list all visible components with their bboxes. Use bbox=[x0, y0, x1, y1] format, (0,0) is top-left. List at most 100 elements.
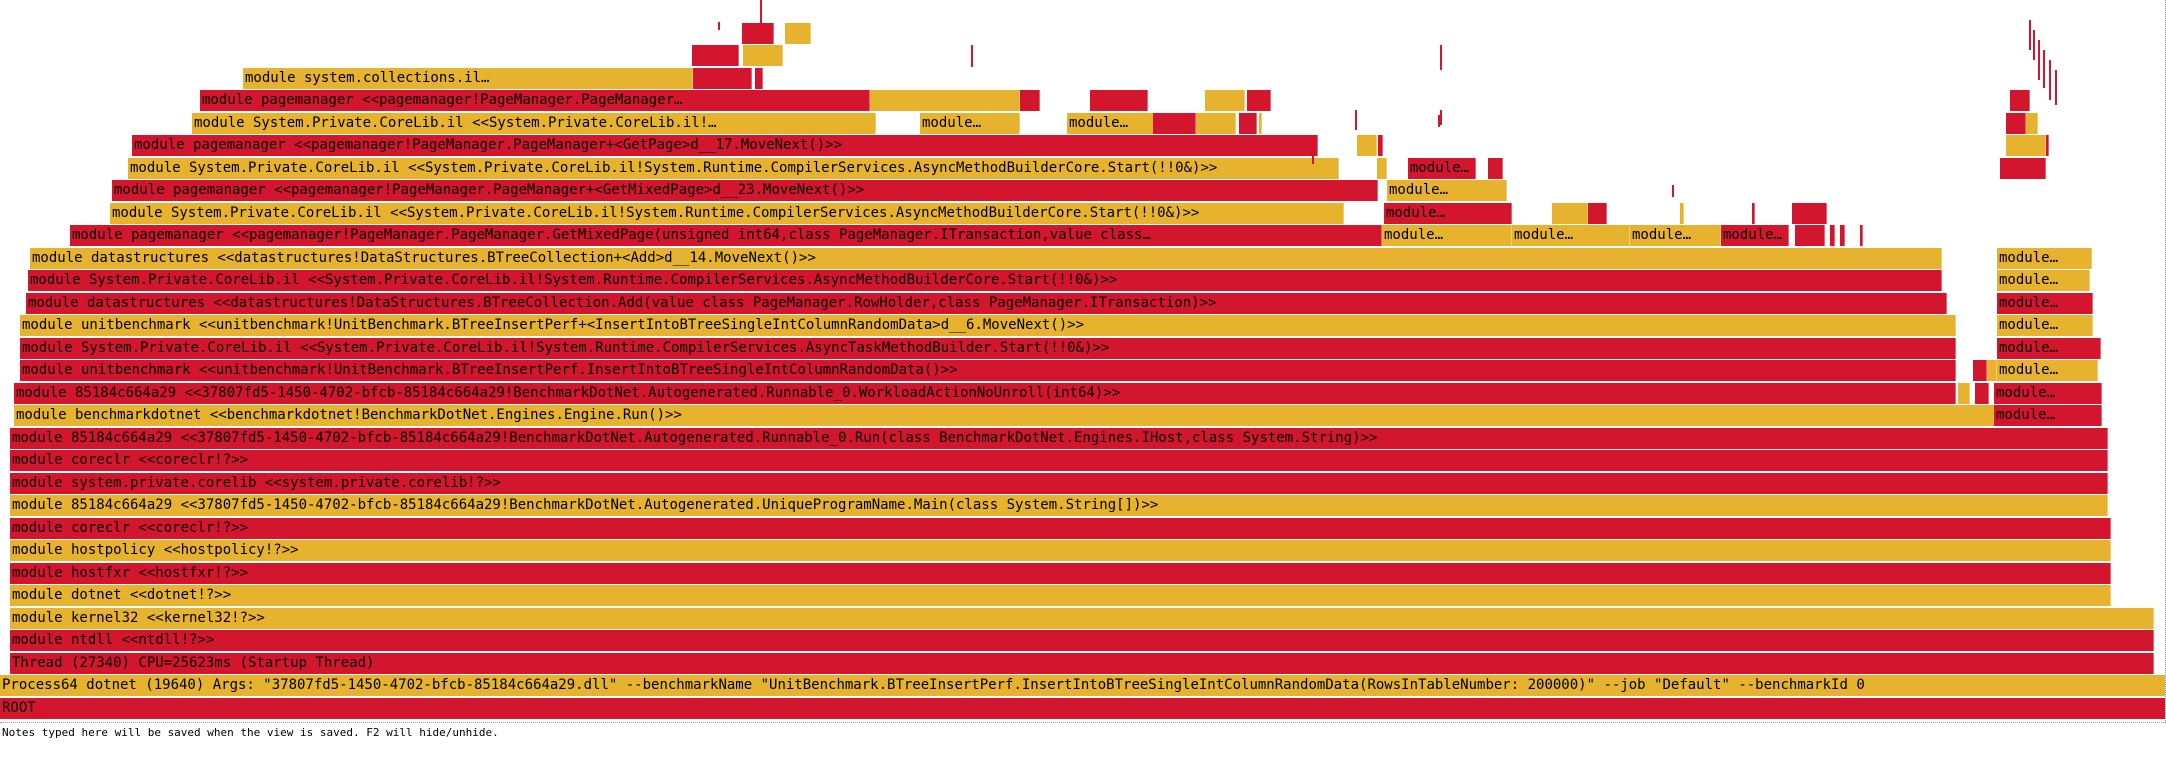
stack-frame[interactable]: module… bbox=[1997, 247, 2092, 269]
stack-frame[interactable]: Thread (27340) CPU=25623ms (Startup Thre… bbox=[10, 652, 2154, 674]
stack-frame[interactable] bbox=[692, 45, 739, 66]
stack-frame[interactable] bbox=[1975, 382, 1989, 404]
stack-frame[interactable]: module… bbox=[1067, 112, 1154, 134]
stack-frame[interactable]: module… bbox=[1997, 292, 2093, 314]
stack-frame[interactable]: module 85184c664a29 <<37807fd5-1450-4702… bbox=[14, 382, 1956, 404]
stack-frame[interactable] bbox=[1259, 112, 1262, 134]
stack-frame[interactable]: Process64 dotnet (19640) Args: "37807fd5… bbox=[0, 675, 2165, 696]
stack-frame[interactable]: module hostpolicy <<hostpolicy!?>> bbox=[10, 540, 2111, 561]
stack-frame[interactable]: module… bbox=[1512, 225, 1630, 246]
stack-frame[interactable]: module datastructures <<datastructures!D… bbox=[26, 292, 1947, 314]
stack-frame[interactable]: module unitbenchmark <<unitbenchmark!Uni… bbox=[20, 360, 1956, 381]
stack-spike bbox=[2029, 20, 2031, 50]
stack-frame[interactable] bbox=[1090, 90, 1148, 111]
stack-frame[interactable]: module dotnet <<dotnet!?>> bbox=[10, 585, 2111, 606]
stack-spike bbox=[2033, 30, 2035, 60]
stack-spike bbox=[1312, 150, 1314, 164]
stack-frame[interactable] bbox=[1205, 90, 1245, 111]
stack-frame[interactable] bbox=[1830, 225, 1835, 246]
stack-frame[interactable] bbox=[2006, 135, 2046, 156]
stack-spike bbox=[1672, 185, 1674, 197]
stack-frame[interactable]: module datastructures <<datastructures!D… bbox=[30, 247, 1942, 269]
stack-frame[interactable]: module pagemanager <<pagemanager!PageMan… bbox=[132, 135, 1318, 156]
stack-frame[interactable] bbox=[1987, 360, 1997, 381]
stack-spike bbox=[718, 22, 720, 30]
stack-frame[interactable]: module benchmarkdotnet <<benchmarkdotnet… bbox=[14, 405, 2096, 426]
stack-frame[interactable] bbox=[2026, 112, 2038, 134]
stack-frame[interactable] bbox=[1958, 382, 1970, 404]
stack-frame[interactable]: module… bbox=[1997, 315, 2093, 336]
stack-frame[interactable] bbox=[1680, 202, 1684, 224]
stack-frame[interactable]: module ntdll <<ntdll!?>> bbox=[10, 630, 2154, 651]
stack-frame[interactable]: module… bbox=[1408, 157, 1476, 179]
stack-spike bbox=[1440, 45, 1442, 70]
notes-pane[interactable]: Notes typed here will be saved when the … bbox=[0, 724, 2166, 784]
stack-frame[interactable]: module system.collections.il… bbox=[243, 67, 693, 89]
stack-spike bbox=[2049, 60, 2051, 100]
stack-frame[interactable]: module… bbox=[1630, 225, 1721, 246]
stack-frame[interactable] bbox=[1247, 90, 1271, 111]
stack-frame[interactable] bbox=[1196, 112, 1236, 134]
stack-frame[interactable] bbox=[1153, 112, 1196, 134]
stack-spike bbox=[971, 45, 973, 67]
stack-frame[interactable]: module coreclr <<coreclr!?>> bbox=[10, 450, 2108, 471]
stack-frame[interactable] bbox=[1840, 225, 1845, 246]
stack-frame[interactable]: module… bbox=[1384, 202, 1512, 224]
stack-frame[interactable] bbox=[2010, 90, 2030, 111]
stack-frame[interactable]: module 85184c664a29 <<37807fd5-1450-4702… bbox=[10, 427, 2108, 449]
stack-spike bbox=[1438, 115, 1440, 127]
stack-frame[interactable] bbox=[1377, 157, 1387, 179]
stack-frame[interactable]: module 85184c664a29 <<37807fd5-1450-4702… bbox=[10, 495, 2108, 516]
stack-frame[interactable]: module… bbox=[1382, 225, 1512, 246]
stack-frame[interactable]: module System.Private.CoreLib.il <<Syste… bbox=[110, 202, 1344, 224]
stack-frame[interactable]: module kernel32 <<kernel32!?>> bbox=[10, 607, 2154, 629]
stack-frame[interactable] bbox=[2046, 135, 2049, 156]
stack-frame[interactable] bbox=[870, 90, 1020, 111]
stack-frame[interactable] bbox=[755, 67, 763, 89]
stack-frame[interactable]: module… bbox=[920, 112, 1020, 134]
stack-frame[interactable]: ROOT bbox=[0, 697, 2165, 719]
stack-frame[interactable] bbox=[1488, 157, 1503, 179]
stack-frame[interactable] bbox=[2000, 157, 2046, 179]
stack-frame[interactable]: module… bbox=[1721, 225, 1789, 246]
stack-frame[interactable]: module… bbox=[1994, 405, 2102, 426]
stack-frame[interactable]: module unitbenchmark <<unitbenchmark!Uni… bbox=[20, 315, 1956, 336]
stack-frame[interactable]: module pagemanager <<pagemanager!PageMan… bbox=[200, 90, 870, 111]
stack-frame[interactable]: module System.Private.CoreLib.il <<Syste… bbox=[28, 270, 1942, 291]
stack-frame[interactable]: module coreclr <<coreclr!?>> bbox=[10, 517, 2111, 539]
stack-frame[interactable]: module System.Private.CoreLib.il <<Syste… bbox=[20, 337, 1956, 359]
stack-frame[interactable]: module System.Private.CoreLib.il <<Syste… bbox=[128, 157, 1339, 179]
stack-frame[interactable] bbox=[1860, 225, 1863, 246]
stack-spike bbox=[2043, 50, 2045, 88]
stack-frame[interactable] bbox=[1973, 360, 1987, 381]
stack-frame[interactable] bbox=[785, 22, 811, 44]
stack-frame[interactable]: module system.private.corelib <<system.p… bbox=[10, 472, 2108, 494]
stack-frame[interactable] bbox=[742, 22, 774, 44]
stack-spike bbox=[2038, 40, 2040, 80]
stack-frame[interactable]: module System.Private.CoreLib.il <<Syste… bbox=[192, 112, 876, 134]
stack-frame[interactable]: module… bbox=[1997, 360, 2098, 381]
stack-frame[interactable]: module hostfxr <<hostfxr!?>> bbox=[10, 562, 2111, 584]
stack-frame[interactable]: module pagemanager <<pagemanager!PageMan… bbox=[112, 180, 1378, 201]
stack-frame[interactable] bbox=[1752, 202, 1755, 224]
stack-frame[interactable]: module… bbox=[1994, 382, 2102, 404]
stack-frame[interactable] bbox=[1552, 202, 1588, 224]
stack-frame[interactable] bbox=[2006, 112, 2026, 134]
stack-frame[interactable]: module… bbox=[1997, 270, 2090, 291]
stack-frame[interactable] bbox=[693, 67, 752, 89]
stack-frame[interactable] bbox=[1378, 135, 1383, 156]
stack-frame[interactable] bbox=[743, 45, 783, 66]
stack-frame[interactable]: module pagemanager <<pagemanager!PageMan… bbox=[70, 225, 1382, 246]
stack-frame[interactable] bbox=[1357, 135, 1377, 156]
stack-frame[interactable] bbox=[1239, 112, 1257, 134]
stack-frame[interactable]: module… bbox=[1997, 337, 2101, 359]
stack-spike bbox=[1440, 110, 1442, 125]
stack-spike bbox=[1355, 110, 1357, 130]
stack-spike bbox=[760, 0, 762, 26]
stack-frame[interactable] bbox=[1795, 225, 1825, 246]
stack-frame[interactable] bbox=[1792, 202, 1827, 224]
stack-frame[interactable] bbox=[1020, 90, 1040, 111]
stack-spike bbox=[2055, 70, 2057, 105]
stack-frame[interactable]: module… bbox=[1387, 180, 1507, 201]
